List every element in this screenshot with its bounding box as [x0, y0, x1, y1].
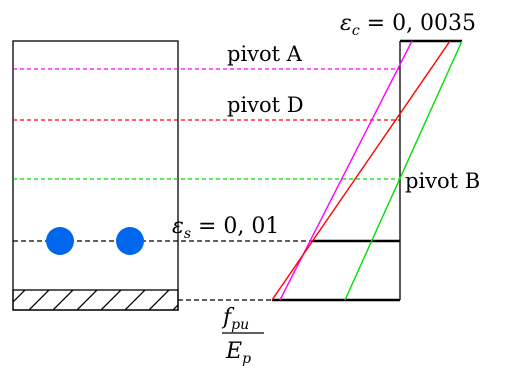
fraction-denominator: Ep — [225, 339, 251, 367]
strain-steel-label: εs = 0, 01 — [172, 214, 279, 242]
cross-section-outline — [12, 40, 179, 311]
rebar-right — [116, 227, 144, 255]
pivot-d-strain-line — [271, 40, 451, 301]
pivot-a-label: pivot A — [227, 42, 303, 66]
pivot-a-strain-line — [279, 40, 413, 301]
rebar-left — [46, 227, 74, 255]
pivot-b-label: pivot B — [405, 169, 480, 193]
strain-top-label: εc = 0, 0035 — [340, 11, 476, 39]
prestress-layer-hatch — [13, 290, 178, 310]
fraction-numerator: fpu — [221, 305, 249, 333]
pivot-b-strain-line — [344, 40, 463, 301]
prestress-layer-outline — [12, 289, 179, 311]
pivot-d-label: pivot D — [227, 93, 304, 117]
